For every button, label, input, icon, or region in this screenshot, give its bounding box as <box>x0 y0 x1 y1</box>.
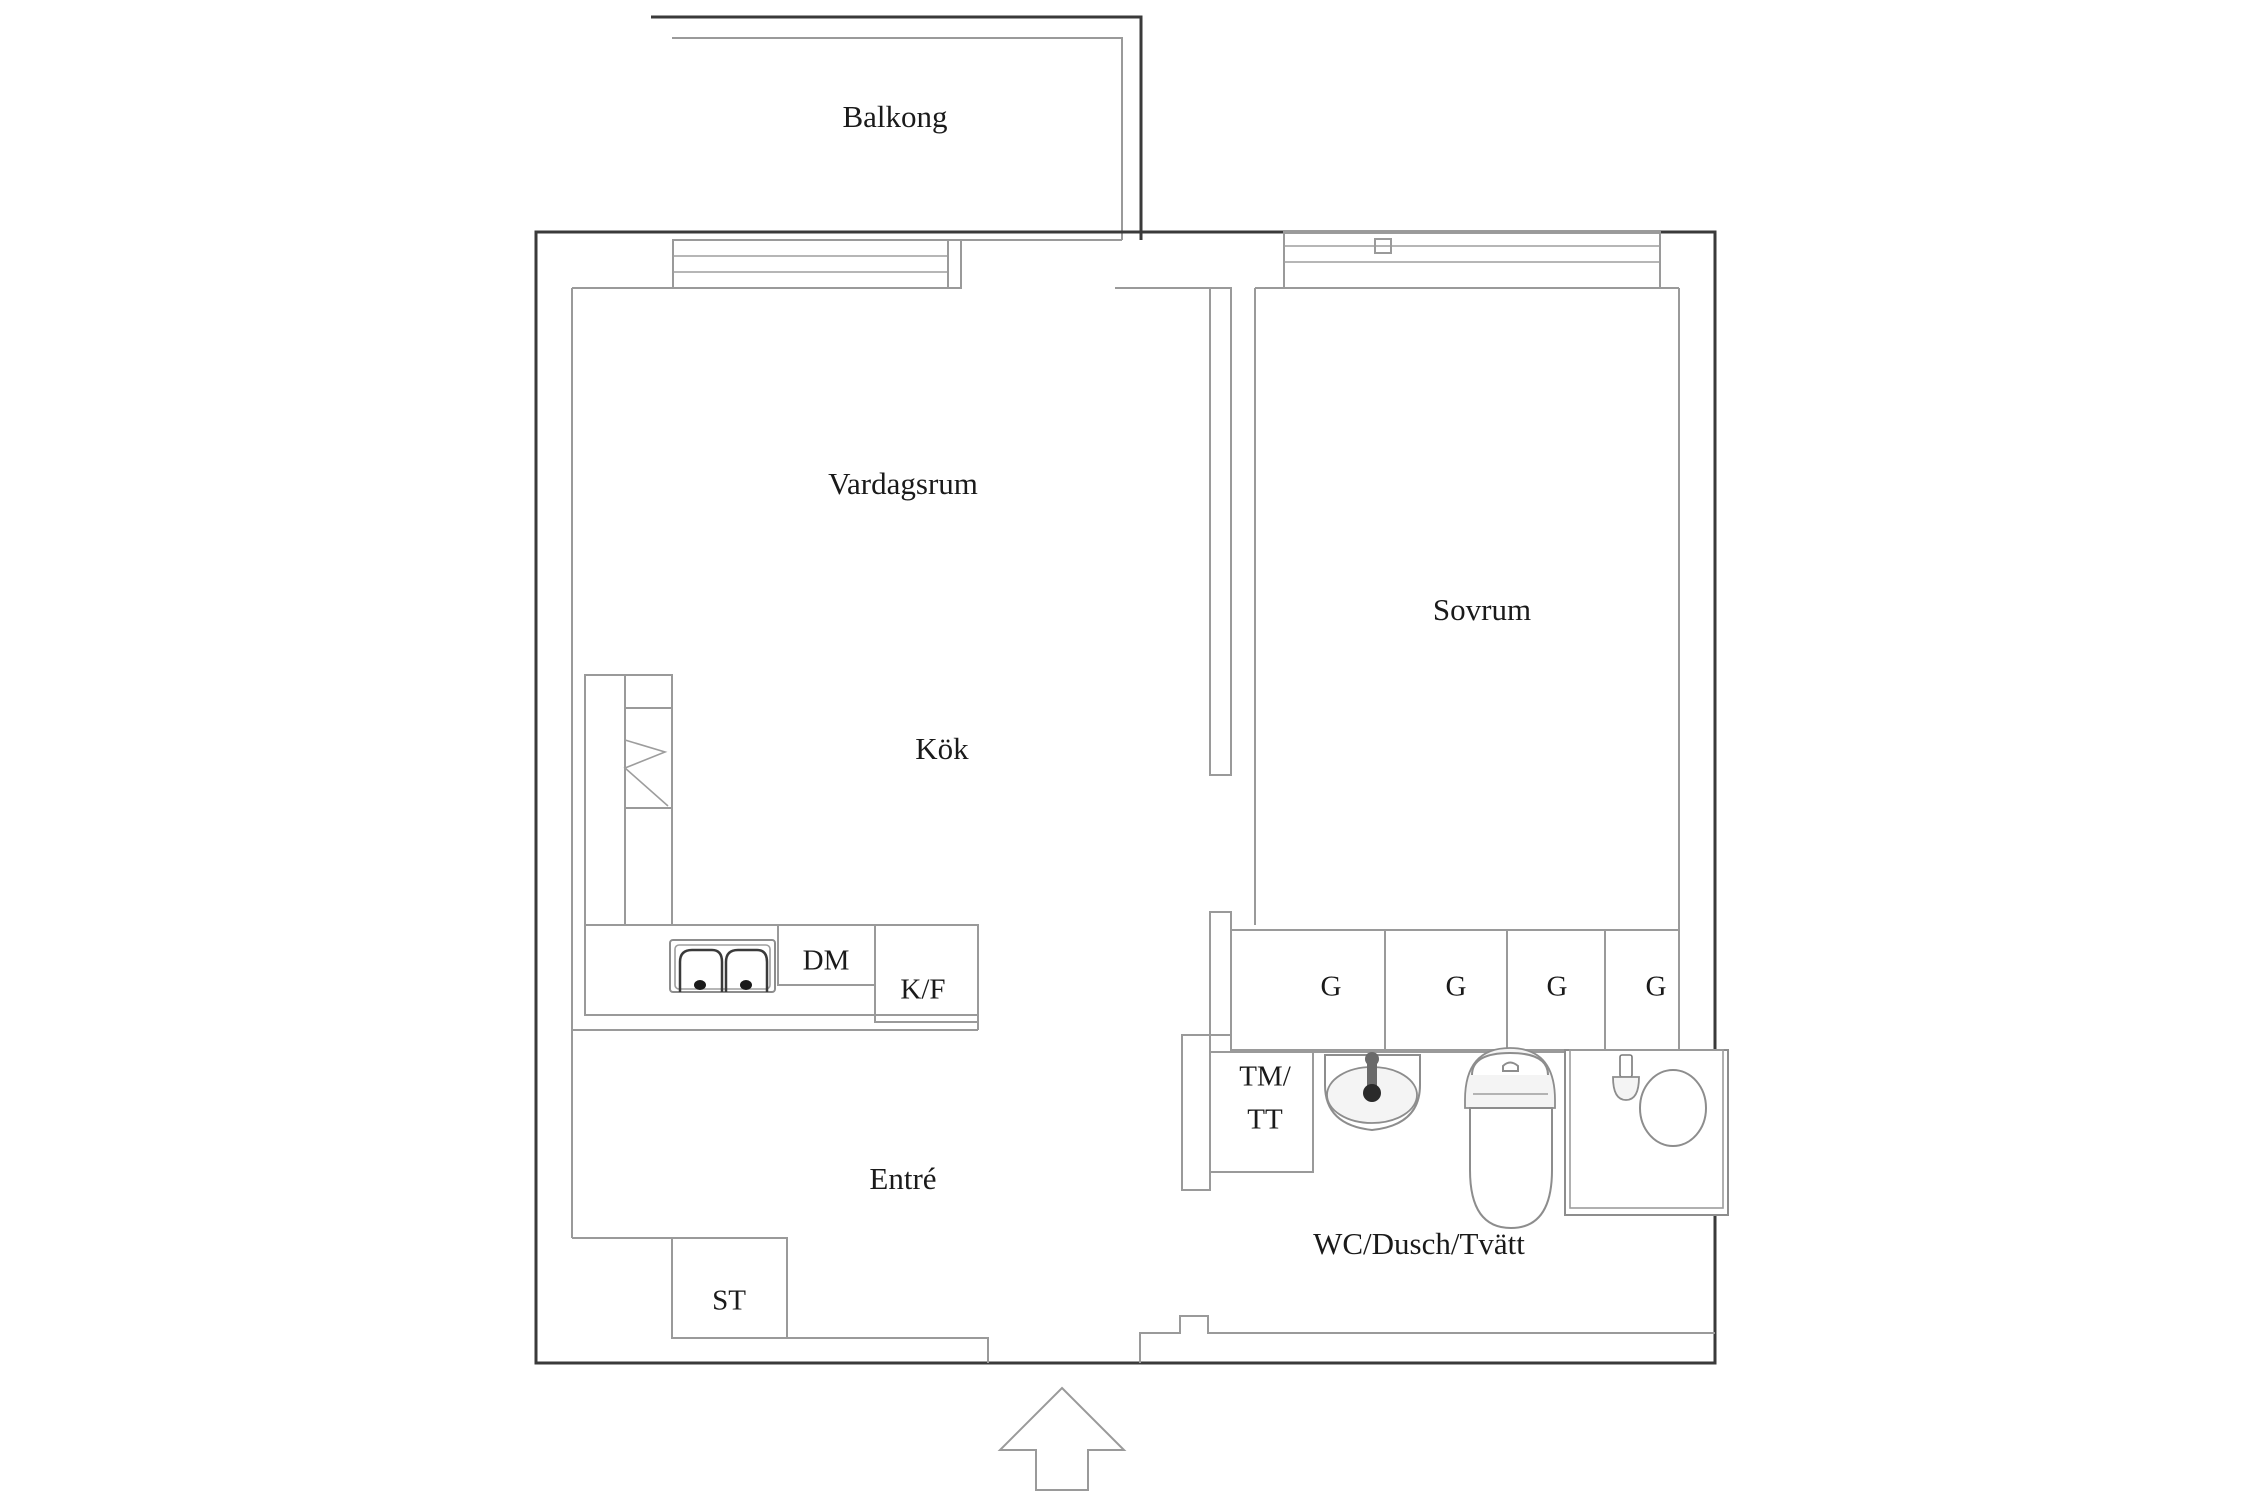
fixture-label-st: ST <box>712 1285 746 1317</box>
sink-drain-left <box>694 980 706 990</box>
washbasin-drain <box>1363 1084 1381 1102</box>
entrance-door-threshold <box>1139 1315 1715 1363</box>
washer-dryer-box <box>1209 1051 1314 1173</box>
wardrobe-label-2: G <box>1446 971 1467 1003</box>
bedroom-window-handle-icon <box>1374 238 1392 254</box>
shower-tray <box>1564 1049 1729 1216</box>
kitchen-counter-group <box>584 674 979 1023</box>
toilet-flush-button <box>1502 1061 1519 1072</box>
arrow-up-icon <box>997 1386 1127 1491</box>
stove-burner-mark <box>623 739 669 807</box>
fixture-label-tm: TM/ <box>1239 1061 1292 1093</box>
room-label-sovrum: Sovrum <box>1433 592 1531 627</box>
room-label-kok: Kök <box>915 731 969 766</box>
toilet-bowl <box>1469 1107 1553 1230</box>
shower-arm <box>1619 1054 1633 1078</box>
bedroom-window-frame[interactable] <box>1283 231 1661 289</box>
room-label-wc-dusch-tvatt: WC/Dusch/Tvätt <box>1313 1226 1525 1261</box>
wardrobe-label-1: G <box>1321 971 1342 1003</box>
entrance-hall-walls <box>571 1022 989 1363</box>
entrance-door-notch-group <box>1139 1315 1715 1363</box>
shower-icon <box>1564 1049 1729 1216</box>
balcony-outer-wall <box>651 15 1143 240</box>
stove-icon <box>623 707 673 809</box>
bedroom-window-group[interactable] <box>1283 231 1661 289</box>
storage-closet-group <box>671 1237 788 1339</box>
fixture-label-kf: K/F <box>900 974 945 1006</box>
wardrobe-row-left-stub <box>1209 911 1232 1036</box>
toilet-icon <box>1464 1047 1556 1230</box>
wc-left-wall <box>1181 1034 1211 1191</box>
sink-drain-right <box>740 980 752 990</box>
fridge-freezer-box <box>874 924 979 1023</box>
fixture-label-tt: TT <box>1247 1104 1283 1136</box>
wardrobe-label-4: G <box>1646 971 1667 1003</box>
double-sink-icon <box>669 939 776 993</box>
fixture-label-dm: DM <box>803 945 850 977</box>
room-label-balkong: Balkong <box>842 99 947 134</box>
room-label-entre: Entré <box>869 1161 936 1196</box>
fixture-labels-group: DM K/F ST TM/ TT <box>712 945 1292 1317</box>
balcony-door-group[interactable] <box>672 239 962 289</box>
balcony-inner-wall <box>672 37 1123 240</box>
wardrobe-row-group <box>1209 911 1680 1051</box>
storage-closet-box <box>671 1237 788 1339</box>
wc-room-group <box>1181 1034 1729 1230</box>
kitchen-counter-vertical <box>584 674 673 926</box>
partition-wall-living-bedroom <box>1209 287 1232 776</box>
shower-head-icon <box>1612 1076 1640 1101</box>
room-labels-group: Balkong Vardagsrum Kök Sovrum Entré WC/D… <box>828 99 1531 1261</box>
wardrobe-label-3: G <box>1547 971 1568 1003</box>
washbasin-faucet-head <box>1365 1052 1379 1066</box>
sink-bowl-right <box>724 948 769 992</box>
entrance-bottom-inner-wall-right <box>787 1337 989 1363</box>
floor-drain-icon <box>1639 1069 1707 1147</box>
room-label-vardagsrum: Vardagsrum <box>828 466 978 501</box>
sink-bowl-left <box>678 948 724 992</box>
stove-body <box>624 707 673 809</box>
entrance-direction-arrow <box>997 1386 1127 1491</box>
shower-tray-inner <box>1569 1049 1724 1209</box>
washbasin-icon <box>1324 1052 1421 1132</box>
wardrobe-labels-group: G G G G <box>1321 971 1667 1003</box>
balcony-door-frame[interactable] <box>672 239 962 289</box>
